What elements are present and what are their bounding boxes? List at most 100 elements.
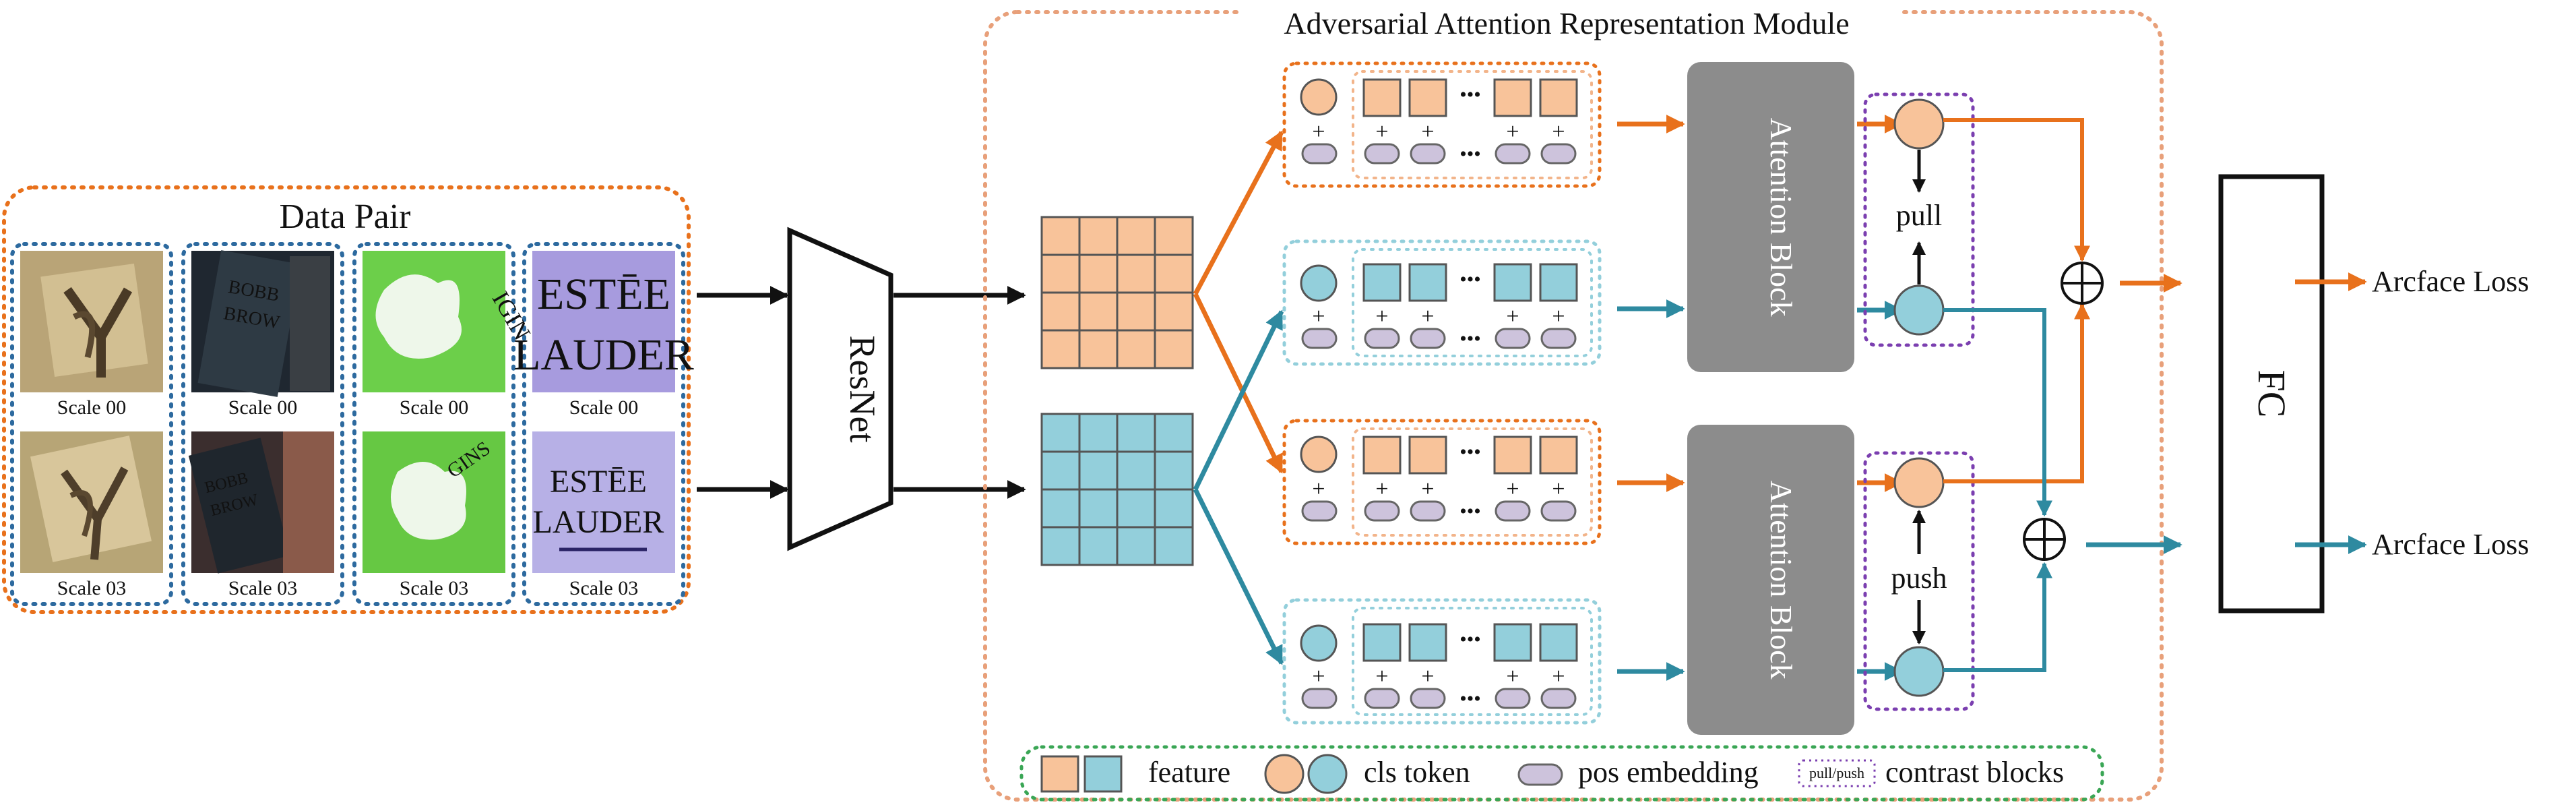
ellipsis: ••• — [1459, 441, 1481, 463]
legend: feature cls token pos embedding pull/pus… — [1019, 745, 2104, 802]
orange-feature-map — [1040, 216, 1194, 369]
contrast-block-push: push — [1863, 451, 1975, 711]
resnet-label: ResNet — [842, 336, 883, 443]
token-row-orange-2: ••• + + + + + ••• — [1282, 419, 1602, 545]
ysl-image-scale-00 — [20, 251, 163, 392]
plus-sign: + — [1421, 304, 1434, 329]
arcface-loss-top: Arcface Loss — [2372, 265, 2529, 298]
orange-branch-down — [1193, 293, 1284, 474]
plus-sign: + — [1421, 477, 1434, 502]
estee-logo-line2: LAUDER — [533, 504, 664, 540]
plus-sign: + — [1506, 664, 1519, 689]
legend-contrast-label: contrast blocks — [1885, 756, 2064, 789]
data-pair-title: Data Pair — [280, 198, 411, 236]
attention-block-label: Attention Block — [1764, 480, 1798, 679]
scale-label: Scale 00 — [400, 396, 468, 419]
scale-label: Scale 03 — [569, 577, 638, 599]
ellipsis: ••• — [1459, 628, 1481, 651]
plus-sign: + — [1552, 119, 1565, 144]
plus-sign: + — [1312, 119, 1325, 144]
pull-label: pull — [1896, 199, 1942, 232]
plus-sign: + — [1375, 664, 1388, 689]
legend-feature-label: feature — [1148, 756, 1230, 789]
teal-connector-1 — [1943, 308, 2052, 517]
plus-sign: + — [1375, 477, 1388, 502]
ellipsis: ••• — [1459, 688, 1481, 710]
token-row-teal-2: ••• + + + + + ••• — [1282, 598, 1602, 725]
ysl-image-scale-03 — [20, 431, 163, 573]
legend-teal-feature — [1083, 755, 1123, 793]
legend-cls-label: cls token — [1364, 756, 1470, 789]
ellipsis: ••• — [1459, 500, 1481, 522]
teal-connector-2 — [1943, 562, 2052, 672]
legend-teal-cls — [1307, 754, 1348, 794]
fc-label: FC — [2250, 370, 2294, 418]
cls-output-orange — [1893, 457, 1945, 508]
plus-sign: + — [1552, 477, 1565, 502]
data-pair-panel: Data Pair Scale 00 Scale 03 BOBB BROW — [2, 185, 694, 614]
cls-output-orange — [1893, 98, 1945, 150]
cls-token — [1300, 264, 1338, 302]
teal-branch-up — [1193, 309, 1284, 491]
cls-token — [1300, 78, 1338, 116]
cls-token — [1300, 624, 1338, 662]
plus-sign: + — [1375, 119, 1388, 144]
estee-logo-line1: ESTĒE — [537, 270, 670, 319]
legend-pos-embedding — [1517, 763, 1563, 786]
push-label: push — [1891, 562, 1947, 595]
arcface-loss-bottom: Arcface Loss — [2372, 528, 2529, 561]
teal-feature-map — [1040, 413, 1194, 566]
scale-label: Scale 00 — [228, 396, 297, 419]
cls-output-teal — [1893, 284, 1945, 336]
legend-orange-cls — [1264, 754, 1305, 794]
resnet-block: ResNet — [787, 227, 893, 551]
sum-node-orange — [2061, 262, 2104, 305]
cls-token — [1300, 436, 1338, 473]
scale-label: Scale 03 — [57, 577, 126, 599]
plus-sign: + — [1552, 664, 1565, 689]
legend-orange-feature — [1040, 755, 1079, 793]
origins-image-scale-00: IGIN — [363, 251, 536, 392]
attention-block-bottom: Attention Block — [1687, 425, 1854, 735]
module-title: Adversarial Attention Representation Mod… — [1284, 6, 1849, 40]
plus-sign: + — [1506, 119, 1519, 144]
orange-connector-2 — [1943, 303, 2090, 483]
orange-connector-1 — [1943, 118, 2090, 262]
plus-sign: + — [1421, 119, 1434, 144]
legend-contrast-tag: pull/push — [1809, 765, 1864, 781]
teal-branch-down — [1193, 488, 1284, 665]
contrast-block-pull: pull — [1863, 92, 1975, 347]
legend-pos-label: pos embedding — [1578, 756, 1759, 789]
plus-sign: + — [1506, 304, 1519, 329]
module-frame — [983, 10, 2164, 802]
ellipsis: ••• — [1459, 143, 1481, 165]
scale-label: Scale 00 — [569, 396, 638, 419]
fc-block: FC — [2218, 174, 2325, 613]
scale-label: Scale 00 — [57, 396, 126, 419]
origins-image-scale-03: GINS — [363, 431, 505, 573]
cls-output-teal — [1893, 646, 1945, 697]
sum-node-teal — [2023, 518, 2066, 561]
ellipsis: ••• — [1459, 328, 1481, 350]
scale-label: Scale 03 — [400, 577, 468, 599]
estee-logo-line2: LAUDER — [513, 330, 694, 380]
estee-lauder-image-scale-00: ESTĒE LAUDER — [513, 251, 694, 392]
plus-sign: + — [1421, 664, 1434, 689]
plus-sign: + — [1552, 304, 1565, 329]
token-row-orange-1: ••• + + + + + ••• — [1282, 61, 1602, 188]
bobbi-brown-image-scale-00: BOBB BROW — [191, 250, 334, 397]
attention-block-top: Attention Block — [1687, 62, 1854, 372]
bobbi-brown-image-scale-03: BOBB BROW — [188, 431, 334, 574]
attention-block-label: Attention Block — [1764, 117, 1798, 316]
orange-branch-up — [1193, 130, 1284, 295]
plus-sign: + — [1375, 304, 1388, 329]
plus-sign: + — [1312, 477, 1325, 502]
plus-sign: + — [1506, 477, 1519, 502]
ellipsis: ••• — [1459, 268, 1481, 291]
scale-label: Scale 03 — [228, 577, 297, 599]
ellipsis: ••• — [1459, 84, 1481, 106]
estee-lauder-image-scale-03: ESTĒE LAUDER — [532, 431, 675, 573]
plus-sign: + — [1312, 304, 1325, 329]
estee-logo-line1: ESTĒE — [550, 464, 647, 500]
